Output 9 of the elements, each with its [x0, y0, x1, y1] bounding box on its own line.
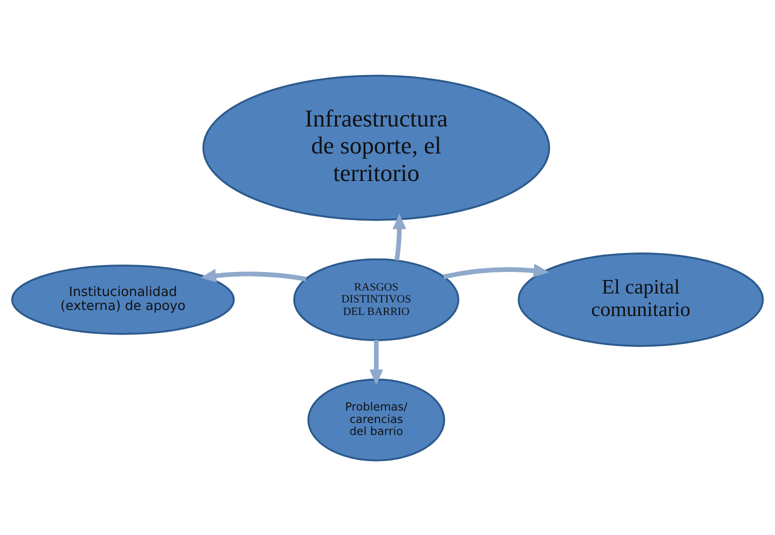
node-ellipse: Problemas/ carencias del barrio	[307, 378, 446, 461]
arrow	[392, 213, 406, 260]
node-ellipse: El capital comunitario	[518, 252, 764, 346]
node-ellipse: Infraestructura de soporte, el territorio	[202, 74, 550, 220]
arrow	[369, 340, 384, 385]
arrow	[443, 263, 550, 279]
arrow	[200, 268, 306, 282]
node-ellipse: RASGOS DISTINTIVOS DEL BARRIO	[293, 258, 460, 341]
node-ellipse: Institucionalidad (externa) de apoyo	[11, 264, 235, 334]
